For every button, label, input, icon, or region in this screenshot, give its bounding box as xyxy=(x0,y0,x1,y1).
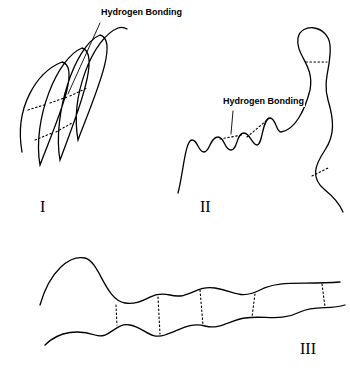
hydrogen-bond xyxy=(116,284,325,334)
leader-line xyxy=(231,111,233,134)
strand-upper xyxy=(40,258,340,305)
strand-lower xyxy=(45,305,345,345)
hydrogen-bond xyxy=(28,88,87,140)
hydrogen-bond xyxy=(220,62,328,176)
alpha-helix xyxy=(20,27,127,165)
structure-number: II xyxy=(200,198,211,216)
bond-label: Hydrogen Bonding xyxy=(222,97,305,107)
random-coil xyxy=(178,28,343,212)
structure-number: I xyxy=(40,198,45,216)
structure-number: III xyxy=(300,340,316,358)
bond-label: Hydrogen Bonding xyxy=(100,8,183,18)
leader-line xyxy=(68,23,100,94)
